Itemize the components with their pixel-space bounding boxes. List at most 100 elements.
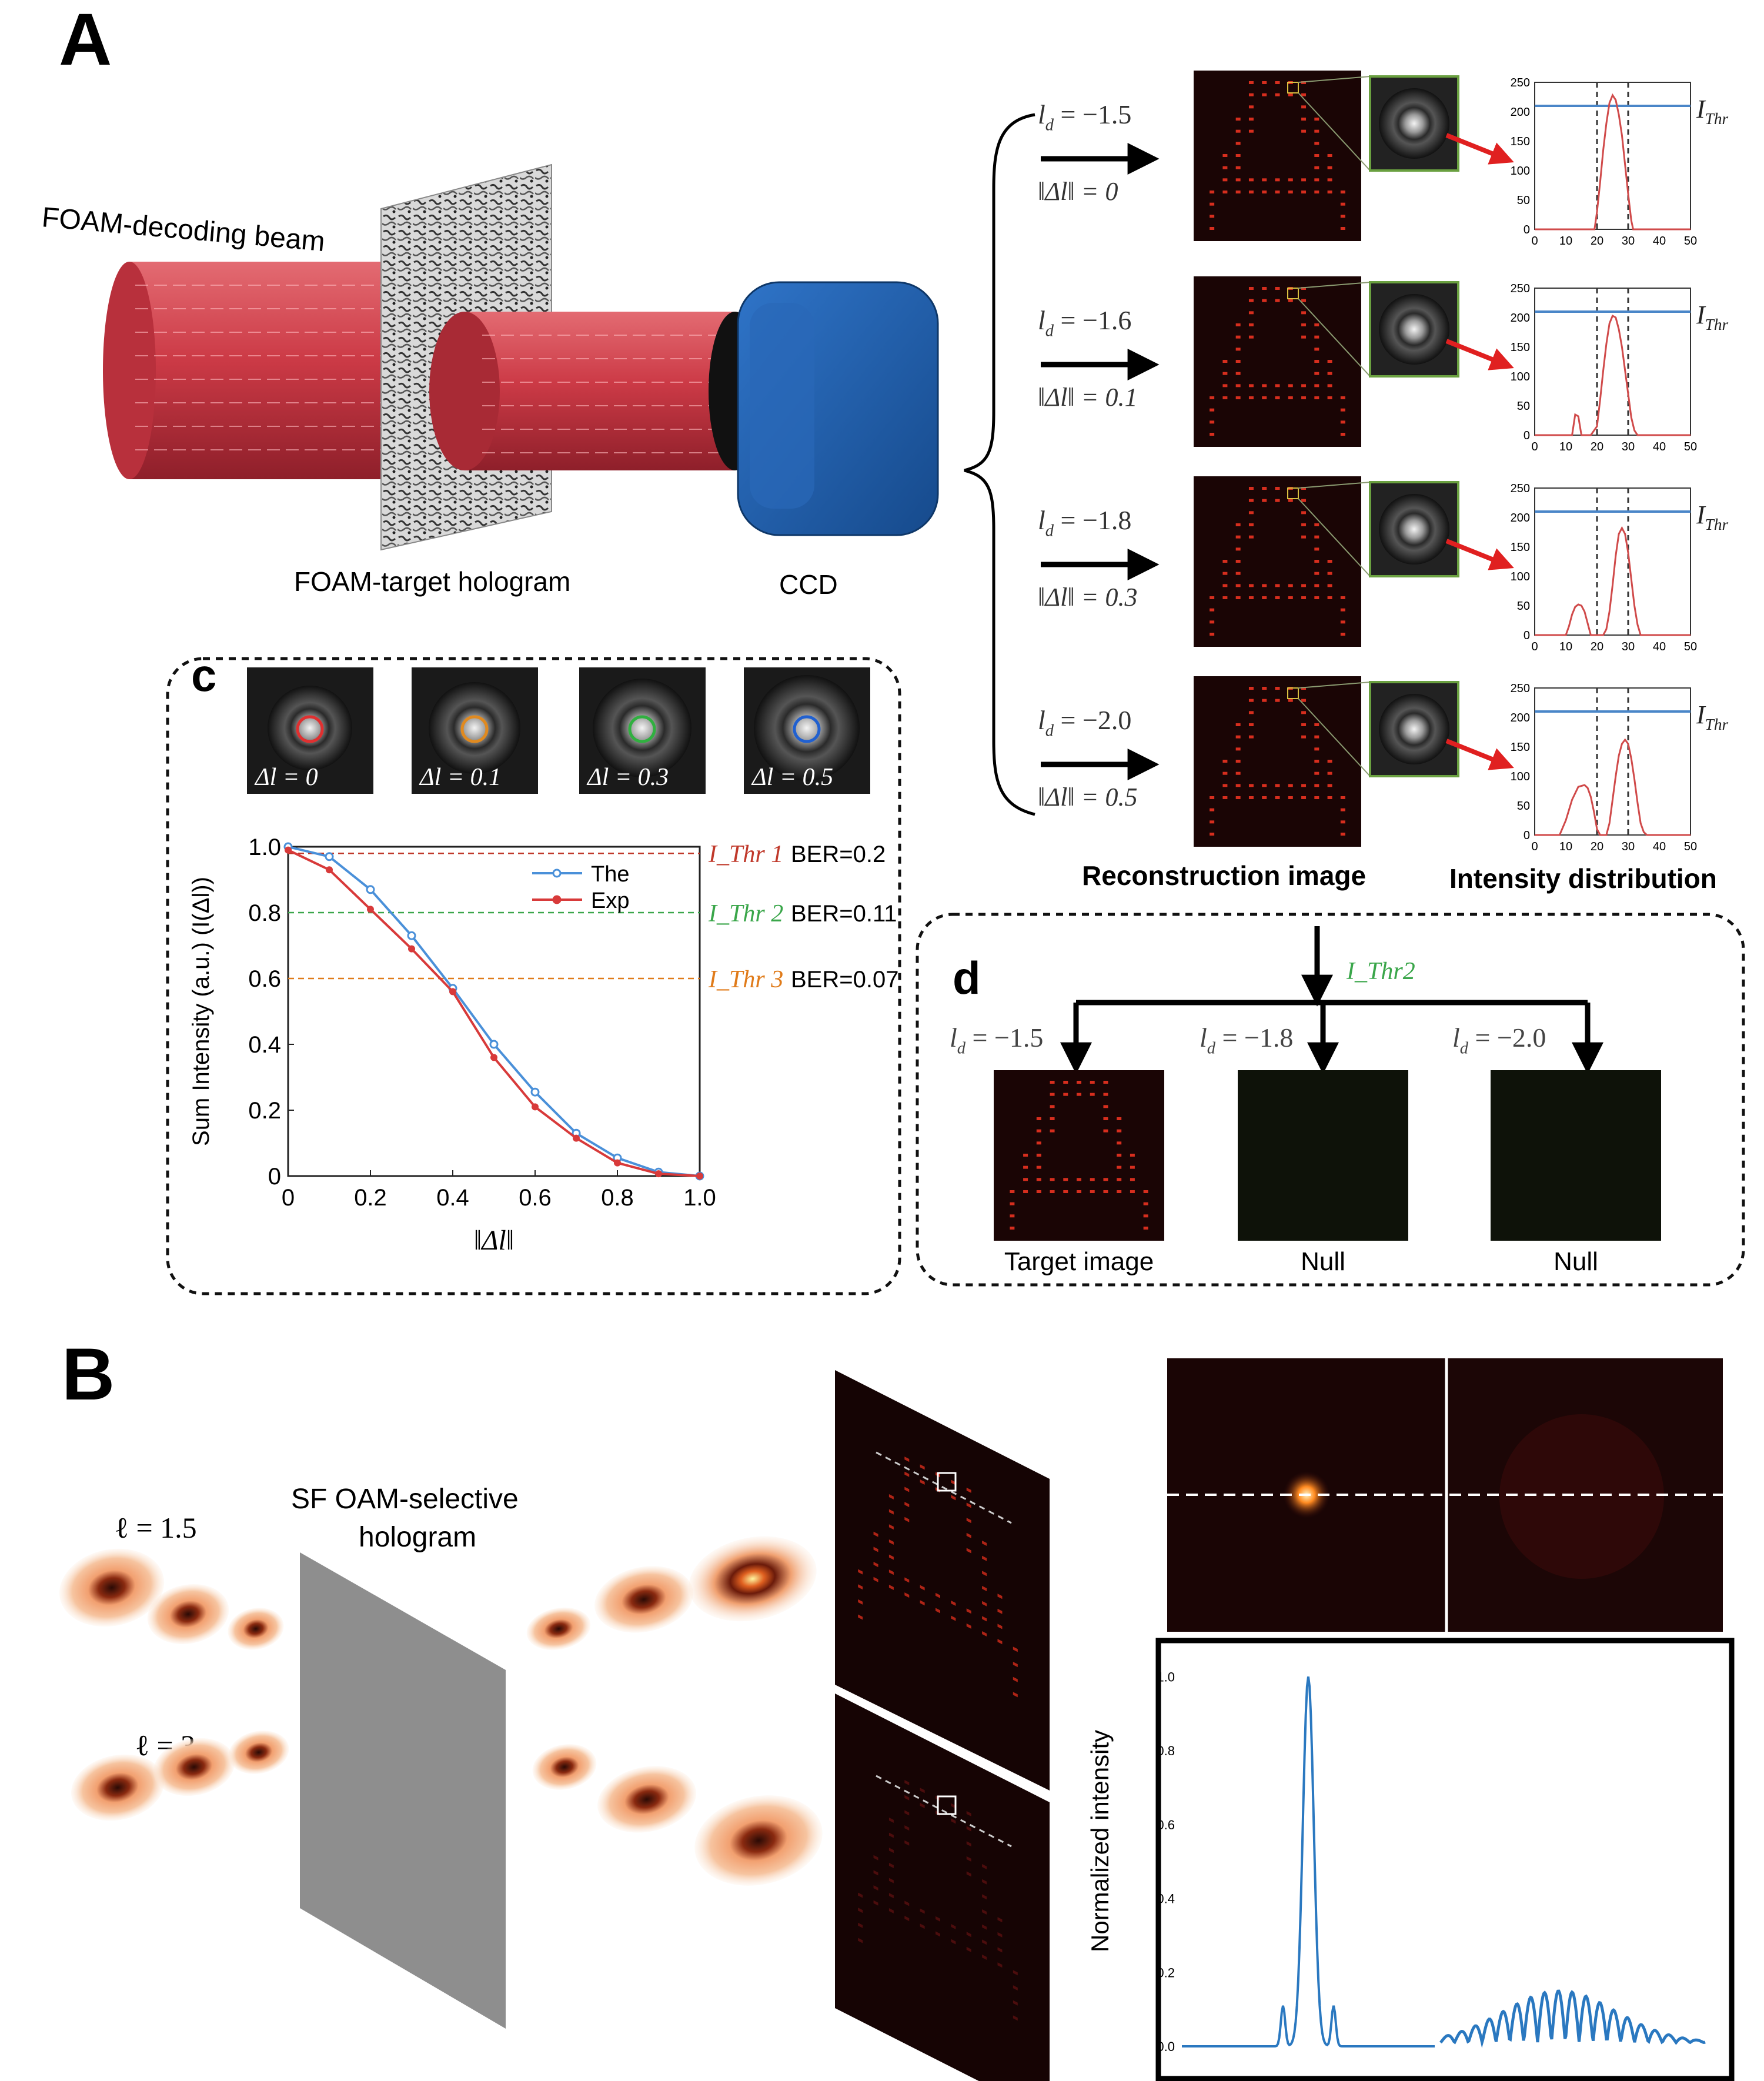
a-dot bbox=[1036, 1178, 1041, 1181]
ell-1-label: ℓ = 1.5 bbox=[115, 1511, 197, 1544]
normalized-plot-frame bbox=[1155, 1638, 1735, 2081]
a-dot bbox=[1327, 760, 1332, 763]
a-dot bbox=[1210, 396, 1215, 399]
a-dot bbox=[966, 1811, 971, 1816]
a-dot bbox=[1301, 499, 1307, 502]
a-dot bbox=[997, 1917, 1003, 1923]
a-dot bbox=[1063, 1178, 1068, 1181]
panel-c-frame bbox=[166, 657, 901, 1295]
a-dot bbox=[1248, 396, 1254, 399]
a-dot bbox=[1301, 699, 1307, 702]
series-line-The bbox=[288, 846, 700, 1177]
a-dot bbox=[1340, 820, 1345, 824]
a-dot bbox=[1143, 1190, 1148, 1193]
a-dot bbox=[873, 1576, 878, 1582]
a-dot bbox=[1235, 129, 1241, 133]
a-dot bbox=[1301, 178, 1307, 182]
panel-letter-B: B bbox=[62, 1334, 115, 1415]
branch-ld-label: ld = −2.0 bbox=[1452, 1023, 1546, 1058]
a-dot bbox=[982, 1879, 987, 1885]
scan-line bbox=[876, 1775, 1012, 1848]
a-dot bbox=[1210, 596, 1215, 599]
a-dot bbox=[982, 1939, 987, 1945]
oam-beam-5 bbox=[153, 1738, 235, 1796]
a-dot bbox=[904, 1840, 910, 1846]
detection-ring bbox=[460, 715, 489, 743]
normalized-ylabel: Normalized intensity bbox=[1086, 1730, 1114, 1952]
a-dot bbox=[1314, 129, 1319, 133]
a-dot bbox=[1248, 584, 1254, 587]
scan-line bbox=[876, 1451, 1012, 1524]
ld-label: ld = −2.0 bbox=[1038, 705, 1131, 740]
a-dot bbox=[1235, 747, 1241, 751]
a-dot bbox=[1248, 523, 1254, 526]
a-dot bbox=[1050, 1129, 1055, 1133]
delta-l-label: ‖Δl‖ = 0.3 bbox=[1038, 583, 1137, 612]
y-tick-label: 0 bbox=[1524, 429, 1530, 442]
a-dot bbox=[966, 1502, 971, 1508]
reconstruction-frame-bottom bbox=[835, 1693, 1050, 2081]
a-dot bbox=[1010, 1202, 1015, 1205]
a-dot bbox=[1248, 796, 1254, 799]
y-tick-label: 150 bbox=[1511, 135, 1530, 148]
oam-beam-4 bbox=[71, 1754, 165, 1821]
a-dot bbox=[1090, 1178, 1095, 1181]
point-Exp bbox=[490, 1054, 497, 1061]
y-tick-label: 0.4 bbox=[248, 1032, 281, 1058]
x-tick-label: 40 bbox=[1653, 640, 1666, 653]
a-dot bbox=[1222, 784, 1228, 787]
zoom-box bbox=[1287, 687, 1299, 699]
a-dot bbox=[1050, 1117, 1055, 1120]
a-dot bbox=[920, 1802, 925, 1808]
y-tick-label: 100 bbox=[1511, 370, 1530, 383]
a-dot bbox=[1222, 771, 1228, 775]
a-dot bbox=[904, 1592, 910, 1598]
a-dot bbox=[1262, 81, 1267, 84]
a-dot bbox=[982, 1586, 987, 1592]
a-dot bbox=[1288, 499, 1293, 502]
a-dot bbox=[982, 1616, 987, 1622]
a-dot bbox=[1210, 215, 1215, 218]
a-dot bbox=[997, 1932, 1003, 1938]
a-dot bbox=[966, 1871, 971, 1877]
a-dot bbox=[1143, 1214, 1148, 1218]
a-dot bbox=[1301, 191, 1307, 193]
a-dot bbox=[1275, 487, 1280, 490]
a-dot bbox=[1275, 299, 1280, 302]
a-dot bbox=[904, 1900, 910, 1906]
a-dot bbox=[982, 1894, 987, 1900]
y-tick-label: 0 bbox=[1524, 223, 1530, 236]
a-dot bbox=[1301, 511, 1307, 515]
a-dot bbox=[1117, 1117, 1122, 1120]
a-dot bbox=[1327, 372, 1332, 375]
a-dot bbox=[1077, 1081, 1081, 1084]
x-tick-label: 0.4 bbox=[436, 1185, 469, 1211]
a-dot bbox=[1222, 191, 1228, 193]
x-tick-label: 0 bbox=[1531, 640, 1538, 653]
reconstruction-image bbox=[1194, 676, 1361, 847]
a-dot bbox=[1130, 1190, 1135, 1193]
zoom-line bbox=[1298, 698, 1371, 777]
a-dot bbox=[1023, 1178, 1028, 1181]
y-tick-label: 200 bbox=[1511, 512, 1530, 525]
a-dot bbox=[1301, 118, 1307, 121]
a-dot bbox=[1103, 1081, 1108, 1084]
y-tick-label: 1.0 bbox=[1157, 1669, 1175, 1684]
oam-beams bbox=[59, 1536, 823, 1886]
a-dot bbox=[1262, 93, 1267, 96]
a-dot bbox=[1314, 335, 1319, 339]
a-dot bbox=[1301, 335, 1307, 339]
ld-label: ld = −1.6 bbox=[1038, 305, 1131, 340]
a-dot bbox=[1103, 1093, 1108, 1096]
ber-label: BER=0.07 bbox=[791, 967, 898, 993]
x-tick-label: 1.0 bbox=[683, 1185, 716, 1211]
a-dot bbox=[1262, 178, 1267, 182]
a-dot bbox=[1036, 1154, 1041, 1157]
a-dot bbox=[1301, 687, 1307, 690]
a-dot bbox=[1314, 384, 1319, 388]
a-dot bbox=[888, 1584, 894, 1590]
